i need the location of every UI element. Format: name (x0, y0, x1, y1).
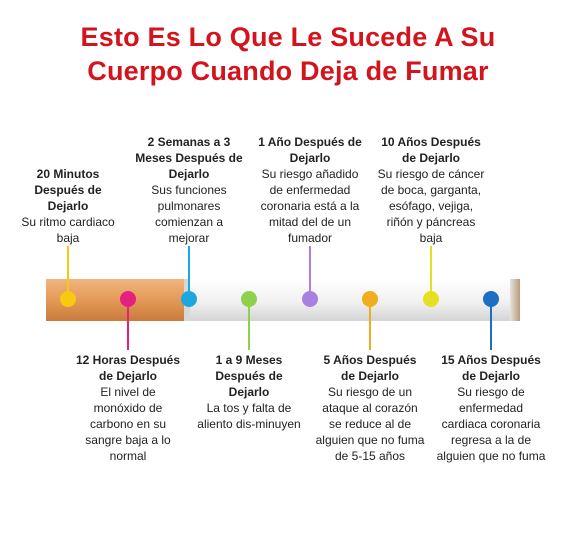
page-title: Esto Es Lo Que Le Sucede A Su Cuerpo Cua… (0, 20, 576, 88)
milestone-8-heading: 15 Años Después de Dejarlo (441, 353, 541, 383)
milestone-8-connector (490, 299, 492, 350)
milestone-3-dot (181, 291, 197, 307)
milestone-3-connector (188, 246, 190, 299)
milestone-7-heading: 10 Años Después de Dejarlo (381, 135, 481, 165)
milestone-4-text: La tos y falta de aliento dis-minuyen (197, 401, 301, 431)
milestone-5-connector (309, 246, 311, 299)
milestone-6-text: Su riesgo de un ataque al corazón se red… (315, 385, 425, 463)
milestone-2-heading: 12 Horas Después de Dejarlo (75, 353, 181, 383)
milestone-4-heading: 1 a 9 Meses Después de Dejarlo (215, 353, 283, 399)
milestone-1-heading: 20 Minutos Después de Dejarlo (34, 167, 102, 213)
tobacco-end (510, 279, 520, 321)
milestone-2-text: El nivel de monóxido de carbono en su sa… (85, 385, 171, 463)
milestone-5-heading: 1 Año Después de Dejarlo (258, 135, 362, 165)
milestone-5-dot (302, 291, 318, 307)
milestone-7-dot (423, 291, 439, 307)
milestone-3-heading: 2 Semanas a 3 Meses Después de Dejarlo (135, 135, 243, 181)
milestone-1-dot (60, 291, 76, 307)
milestone-8-text: Su riesgo de enfermedad cardiaca coronar… (436, 385, 546, 463)
milestone-3-text: Sus funciones pulmonares comienzan a mej… (151, 183, 227, 245)
milestone-2-connector (127, 299, 129, 350)
cigarette-paper (186, 279, 516, 321)
milestone-1-connector (67, 246, 69, 299)
milestone-7-connector (430, 246, 432, 299)
title-line-2: Cuerpo Cuando Deja de Fumar (87, 56, 489, 86)
milestone-7-text: Su riesgo de cáncer de boca, garganta, e… (377, 167, 485, 245)
milestone-5-text: Su riesgo añadido de enfermedad coronari… (260, 167, 360, 245)
milestone-1-text: Su ritmo cardiaco baja (21, 215, 115, 245)
milestone-4-connector (248, 299, 250, 350)
milestone-6-connector (369, 299, 371, 350)
milestone-6-heading: 5 Años Después de Dejarlo (323, 353, 417, 383)
title-line-1: Esto Es Lo Que Le Sucede A Su (80, 22, 496, 52)
